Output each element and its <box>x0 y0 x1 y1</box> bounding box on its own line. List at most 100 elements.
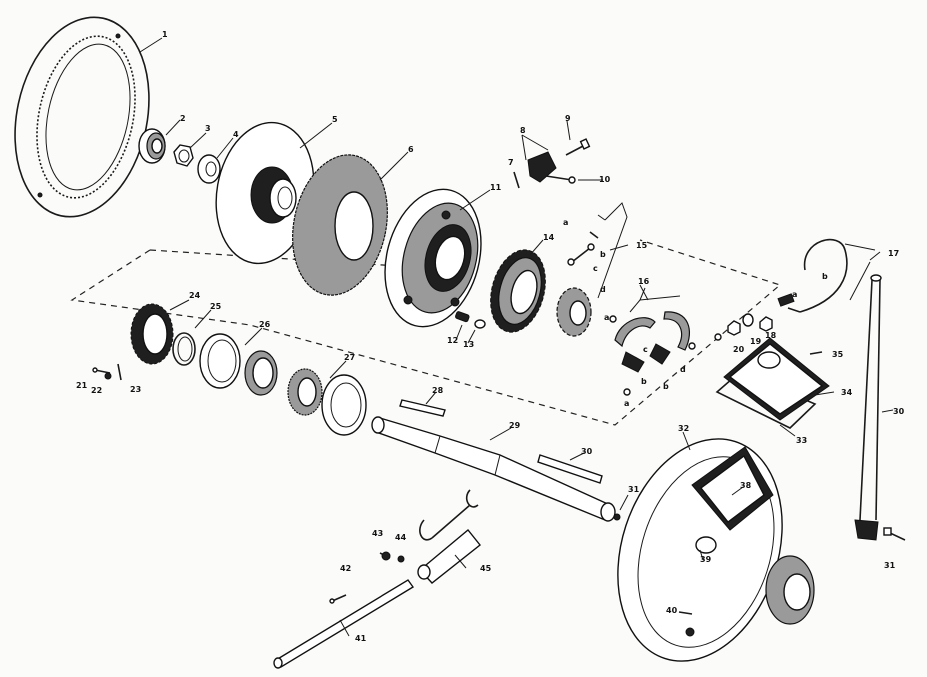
callout-29: 29 <box>509 421 521 430</box>
part-9-bolt <box>565 138 591 156</box>
callout-23: 23 <box>130 385 141 394</box>
callout-16: 16 <box>638 277 650 286</box>
sub-15-a: a <box>563 218 568 227</box>
callout-40: 40 <box>666 606 678 615</box>
callout-19: 19 <box>750 337 762 346</box>
callout-31-nut: 31 <box>628 485 640 494</box>
part-22-washer <box>104 372 112 380</box>
part-20-nut <box>714 320 741 341</box>
part-14-toothed-ring <box>490 249 546 333</box>
part-6-friction-disc <box>292 154 388 296</box>
callout-44: 44 <box>395 533 407 542</box>
part-30-key <box>537 454 603 484</box>
part-25-snap-ring <box>172 332 196 366</box>
part-26-bearing-race <box>199 333 278 396</box>
sub-17-a: a <box>792 290 797 299</box>
sub-16-a1: a <box>604 313 609 322</box>
part-41-shift-rod <box>273 579 415 669</box>
part-21-screw <box>92 367 111 374</box>
part-11-clutch-housing <box>384 188 482 328</box>
callout-7: 7 <box>508 158 514 167</box>
sub-15-d: d <box>600 285 606 294</box>
callout-42: 42 <box>340 564 351 573</box>
part-3-nut <box>173 144 194 167</box>
callout-33: 33 <box>796 436 807 445</box>
part-4-washer <box>197 154 221 184</box>
callout-17: 17 <box>888 249 899 258</box>
sub-16-a2: a <box>624 399 629 408</box>
part-24-seal <box>130 303 174 365</box>
part-28-key <box>399 399 446 417</box>
part-27-bearing <box>287 368 367 436</box>
sub-17-b: b <box>822 272 828 281</box>
callout-30-rod: 30 <box>893 407 905 416</box>
part-34-cover-plate <box>723 337 830 421</box>
callout-5: 5 <box>332 115 338 124</box>
part-45-shift-fork <box>417 489 481 584</box>
callout-8: 8 <box>520 126 526 135</box>
part-29-shaft <box>371 416 616 522</box>
part-5-pressure-plate <box>215 121 315 265</box>
callout-31-bolt: 31 <box>884 561 896 570</box>
part-19-washer <box>742 313 754 327</box>
callout-27: 27 <box>344 353 355 362</box>
callout-26: 26 <box>259 320 271 329</box>
sub-16-d: d <box>680 365 686 374</box>
sub-16-c: c <box>643 345 648 354</box>
callout-18: 18 <box>765 331 777 340</box>
part-35-screw <box>809 351 823 355</box>
part-13-pin <box>474 319 486 329</box>
callout-41: 41 <box>355 634 367 643</box>
callout-3: 3 <box>205 124 211 133</box>
callout-21: 21 <box>76 381 88 390</box>
sub-16-b2: b <box>663 382 669 391</box>
part-30-lever-rod <box>854 274 882 541</box>
part-42-pin <box>329 594 347 604</box>
part-16-brake-bands <box>609 287 696 396</box>
callout-11: 11 <box>490 183 502 192</box>
part-17-cable <box>777 238 876 313</box>
part-40-bolt <box>678 611 693 615</box>
part-1-ring-gear <box>14 16 150 218</box>
callout-30-key: 30 <box>581 447 593 456</box>
part-43-screw <box>379 551 391 561</box>
part-23-pin <box>117 363 122 381</box>
callout-1: 1 <box>162 30 168 39</box>
callout-38: 38 <box>740 481 752 490</box>
part-31-bolt <box>613 513 906 541</box>
callout-39: 39 <box>700 555 712 564</box>
callout-43: 43 <box>372 529 383 538</box>
callout-4: 4 <box>233 130 239 139</box>
part-2-bearing <box>138 128 166 164</box>
callout-2: 2 <box>180 114 186 123</box>
callout-13: 13 <box>463 340 474 349</box>
leader-lines <box>139 37 894 637</box>
callout-45: 45 <box>480 564 492 573</box>
callout-10: 10 <box>599 175 611 184</box>
callout-14: 14 <box>543 233 555 242</box>
callout-20: 20 <box>733 345 745 354</box>
part-44-nut <box>397 555 405 563</box>
part-32-transmission-case <box>617 438 815 662</box>
sub-15-b: b <box>600 250 606 259</box>
part-15-sprocket <box>556 202 628 337</box>
callout-25: 25 <box>210 302 222 311</box>
lower-group-outline <box>70 239 782 426</box>
callout-35: 35 <box>832 350 844 359</box>
callout-15: 15 <box>636 241 648 250</box>
part-12-spring <box>455 311 470 323</box>
part-8-lever-bracket <box>521 134 576 184</box>
part-7-pin <box>513 171 520 189</box>
sub-16-b1: b <box>641 377 647 386</box>
callout-24: 24 <box>189 291 201 300</box>
sub-15-c: c <box>593 264 598 273</box>
part-18-nut <box>759 316 773 332</box>
callout-32: 32 <box>678 424 689 433</box>
callout-28: 28 <box>432 386 444 395</box>
callout-22: 22 <box>91 386 102 395</box>
callout-6: 6 <box>408 145 414 154</box>
callout-34: 34 <box>841 388 853 397</box>
callout-12: 12 <box>447 336 458 345</box>
